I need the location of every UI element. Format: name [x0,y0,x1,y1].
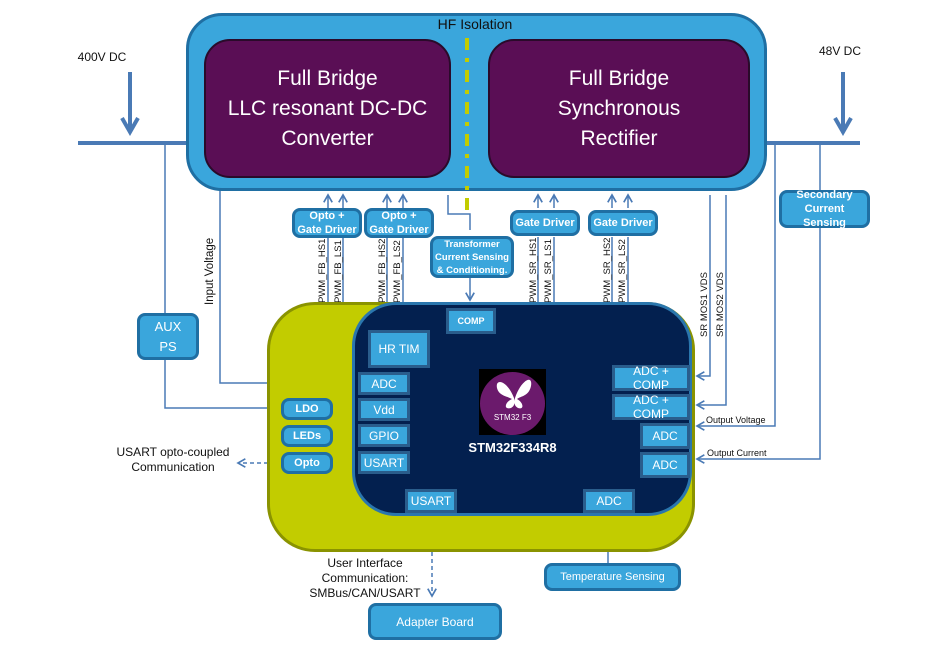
stm32-logo: STM32 F3 [479,369,546,435]
ldo-block: LDO [281,398,333,420]
mcu-usart-left: USART [358,451,410,474]
opto-gate-driver-2: Opto + Gate Driver [364,208,434,238]
transformer-current-sensing: Transformer Current Sensing & Conditioni… [430,236,514,278]
mcu-name: STM32F334R8 [468,440,557,455]
mcu-adc-bottom: ADC [583,489,635,513]
mcu-adc-input: ADC [358,372,410,395]
secondary-current-sensing: Secondary Current Sensing [779,189,870,229]
butterfly-icon [496,379,532,409]
mcu-comp: COMP [446,308,496,334]
mcu-vdd: Vdd [358,398,410,421]
opto-block: Opto [281,452,333,474]
signal-sr-mos1-vds: SR MOS1 VDS [699,272,710,337]
leds-block: LEDs [281,425,333,447]
input-voltage-label: 400V DC [77,50,127,64]
signal-sr-mos2-vds: SR MOS2 VDS [715,272,726,337]
signal-pwm-fb-ls1: PWM_FB_LS1 [333,240,344,303]
hf-isolation-title: HF Isolation [437,16,513,32]
gate-driver-2: Gate Driver [588,210,658,236]
signal-pwm-fb-hs1: PWM_FB_HS1 [317,238,328,303]
mcu-adc-comp-2: ADC + COMP [612,393,690,421]
llc-converter-block: Full Bridge LLC resonant DC-DC Converter [204,39,451,178]
output-voltage-label: 48V DC [818,44,862,58]
usart-opto-coupled-label: USART opto-coupled Communication [116,445,230,474]
mcu-hrtim: HR TIM [368,330,430,368]
signal-pwm-sr-hs2: PWM_SR_HS2 [602,237,613,303]
mcu-adc-right-1: ADC [640,423,690,449]
signal-output-current: Output Current [707,448,767,458]
mcu-adc-comp-1: ADC + COMP [612,364,690,392]
mcu-usart-bottom: USART [405,489,457,513]
signal-pwm-sr-ls1: PWM_SR_LS1 [543,239,554,303]
signal-input-voltage: Input Voltage [204,237,216,305]
isolation-barrier [465,38,469,216]
signal-pwm-fb-hs2: PWM_FB_HS2 [377,238,388,303]
logo-text: STM32 F3 [493,413,532,422]
gate-driver-1: Gate Driver [510,210,580,236]
sync-rectifier-block: Full Bridge Synchronous Rectifier [488,39,750,178]
ui-communication-label: User Interface Communication: SMBus/CAN/… [309,556,421,600]
aux-ps-block: AUX PS [137,313,199,360]
mcu-adc-right-2: ADC [640,452,690,478]
signal-pwm-sr-ls2: PWM_SR_LS2 [617,239,628,303]
mcu-gpio: GPIO [358,424,410,447]
opto-gate-driver-1: Opto + Gate Driver [292,208,362,238]
signal-pwm-sr-hs1: PWM_SR_HS1 [528,237,539,303]
signal-pwm-fb-ls2: PWM_FB_LS2 [392,240,403,303]
signal-output-voltage: Output Voltage [706,415,766,425]
temperature-sensing: Temperature Sensing [544,563,681,591]
adapter-board: Adapter Board [368,603,502,640]
